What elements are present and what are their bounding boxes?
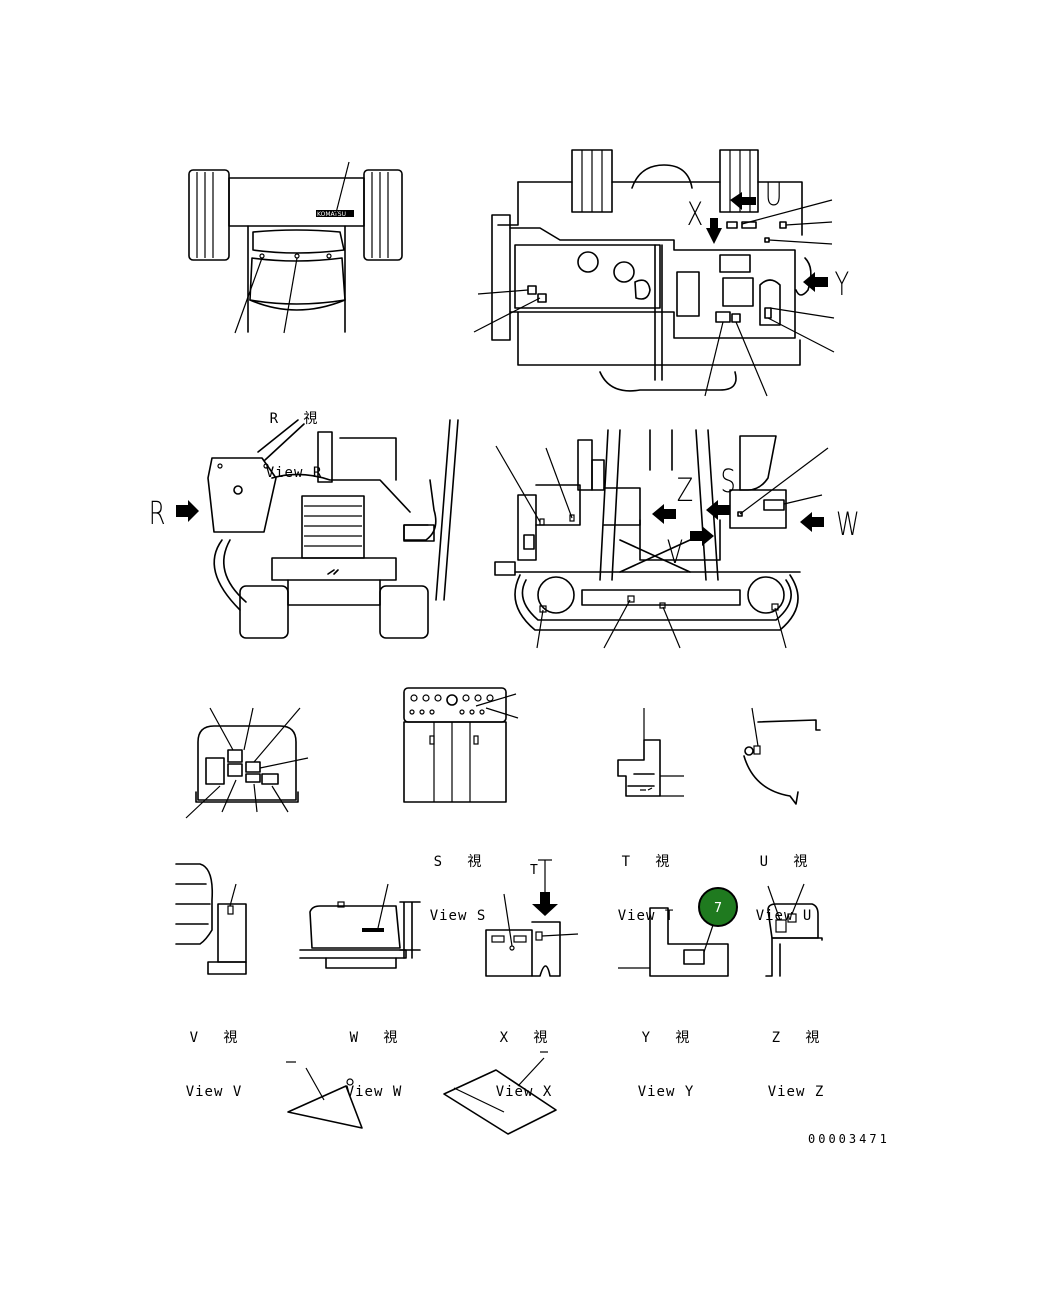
caption-view-z: Z 視 View Z bbox=[748, 993, 844, 1119]
caption-view-s-en: View S bbox=[429, 908, 487, 924]
caption-view-u-en: View U bbox=[755, 908, 813, 924]
view-z-drawing bbox=[765, 883, 823, 977]
caption-view-w-en: View W bbox=[345, 1084, 403, 1100]
view-letter-w: W bbox=[835, 505, 860, 543]
view-x-drawing bbox=[485, 859, 579, 977]
caption-view-v-jp: V 視 bbox=[189, 1030, 239, 1046]
caption-view-r-jp: R 視 bbox=[269, 411, 319, 427]
caption-view-v: V 視 View V bbox=[166, 993, 262, 1119]
tick-label-t: T bbox=[530, 863, 539, 878]
caption-view-t-en: View T bbox=[617, 908, 675, 924]
caption-view-v-en: View V bbox=[185, 1084, 243, 1100]
caption-view-w: W 視 View W bbox=[326, 993, 422, 1119]
caption-view-y-en: View Y bbox=[637, 1084, 695, 1100]
view-letter-x: X bbox=[686, 195, 704, 233]
loose-decals-drawing bbox=[286, 1051, 557, 1135]
decal-panel-drawing bbox=[185, 707, 309, 819]
caption-view-w-jp: W 視 bbox=[349, 1030, 399, 1046]
view-t-drawing bbox=[617, 708, 684, 797]
view-letter-y: Y bbox=[834, 265, 850, 303]
view-letter-z: Z bbox=[676, 471, 694, 509]
rear-view-drawing bbox=[176, 419, 459, 639]
caption-view-s: S 視 View S bbox=[410, 817, 506, 943]
caption-view-u: U 視 View U bbox=[736, 817, 832, 943]
view-u-drawing bbox=[743, 707, 821, 805]
top-view-drawing bbox=[473, 149, 835, 397]
view-letter-r: R bbox=[148, 494, 166, 532]
caption-view-t: T 視 View T bbox=[598, 817, 694, 943]
caption-view-z-en: View Z bbox=[767, 1084, 825, 1100]
document-number: 00003471 bbox=[808, 1132, 890, 1146]
caption-view-z-jp: Z 視 bbox=[771, 1030, 821, 1046]
view-s-drawing bbox=[403, 687, 519, 803]
komatsu-decal: KOMATSU bbox=[317, 211, 346, 218]
view-v-drawing bbox=[175, 863, 247, 975]
view-letter-u: U bbox=[764, 175, 783, 213]
caption-view-y: Y 視 View Y bbox=[618, 993, 714, 1119]
caption-view-x-jp: X 視 bbox=[499, 1030, 549, 1046]
caption-view-x-en: View X bbox=[495, 1084, 553, 1100]
caption-view-t-jp: T 視 bbox=[621, 854, 671, 870]
view-w-drawing bbox=[299, 883, 421, 969]
caption-view-x: X 視 View X bbox=[476, 993, 572, 1119]
caption-view-y-jp: Y 視 bbox=[641, 1030, 691, 1046]
callout-badge[interactable]: 7 bbox=[698, 887, 738, 927]
side-view-drawing bbox=[494, 429, 829, 649]
caption-view-u-jp: U 視 bbox=[759, 854, 809, 870]
caption-view-r-en: View R bbox=[265, 465, 323, 481]
caption-view-s-jp: S 視 bbox=[433, 854, 483, 870]
caption-view-r: R 視 View R bbox=[246, 374, 342, 500]
view-letter-v: V bbox=[666, 533, 684, 571]
view-r-drawing: KOMATSU bbox=[188, 161, 403, 334]
view-letter-s: S bbox=[720, 462, 736, 500]
